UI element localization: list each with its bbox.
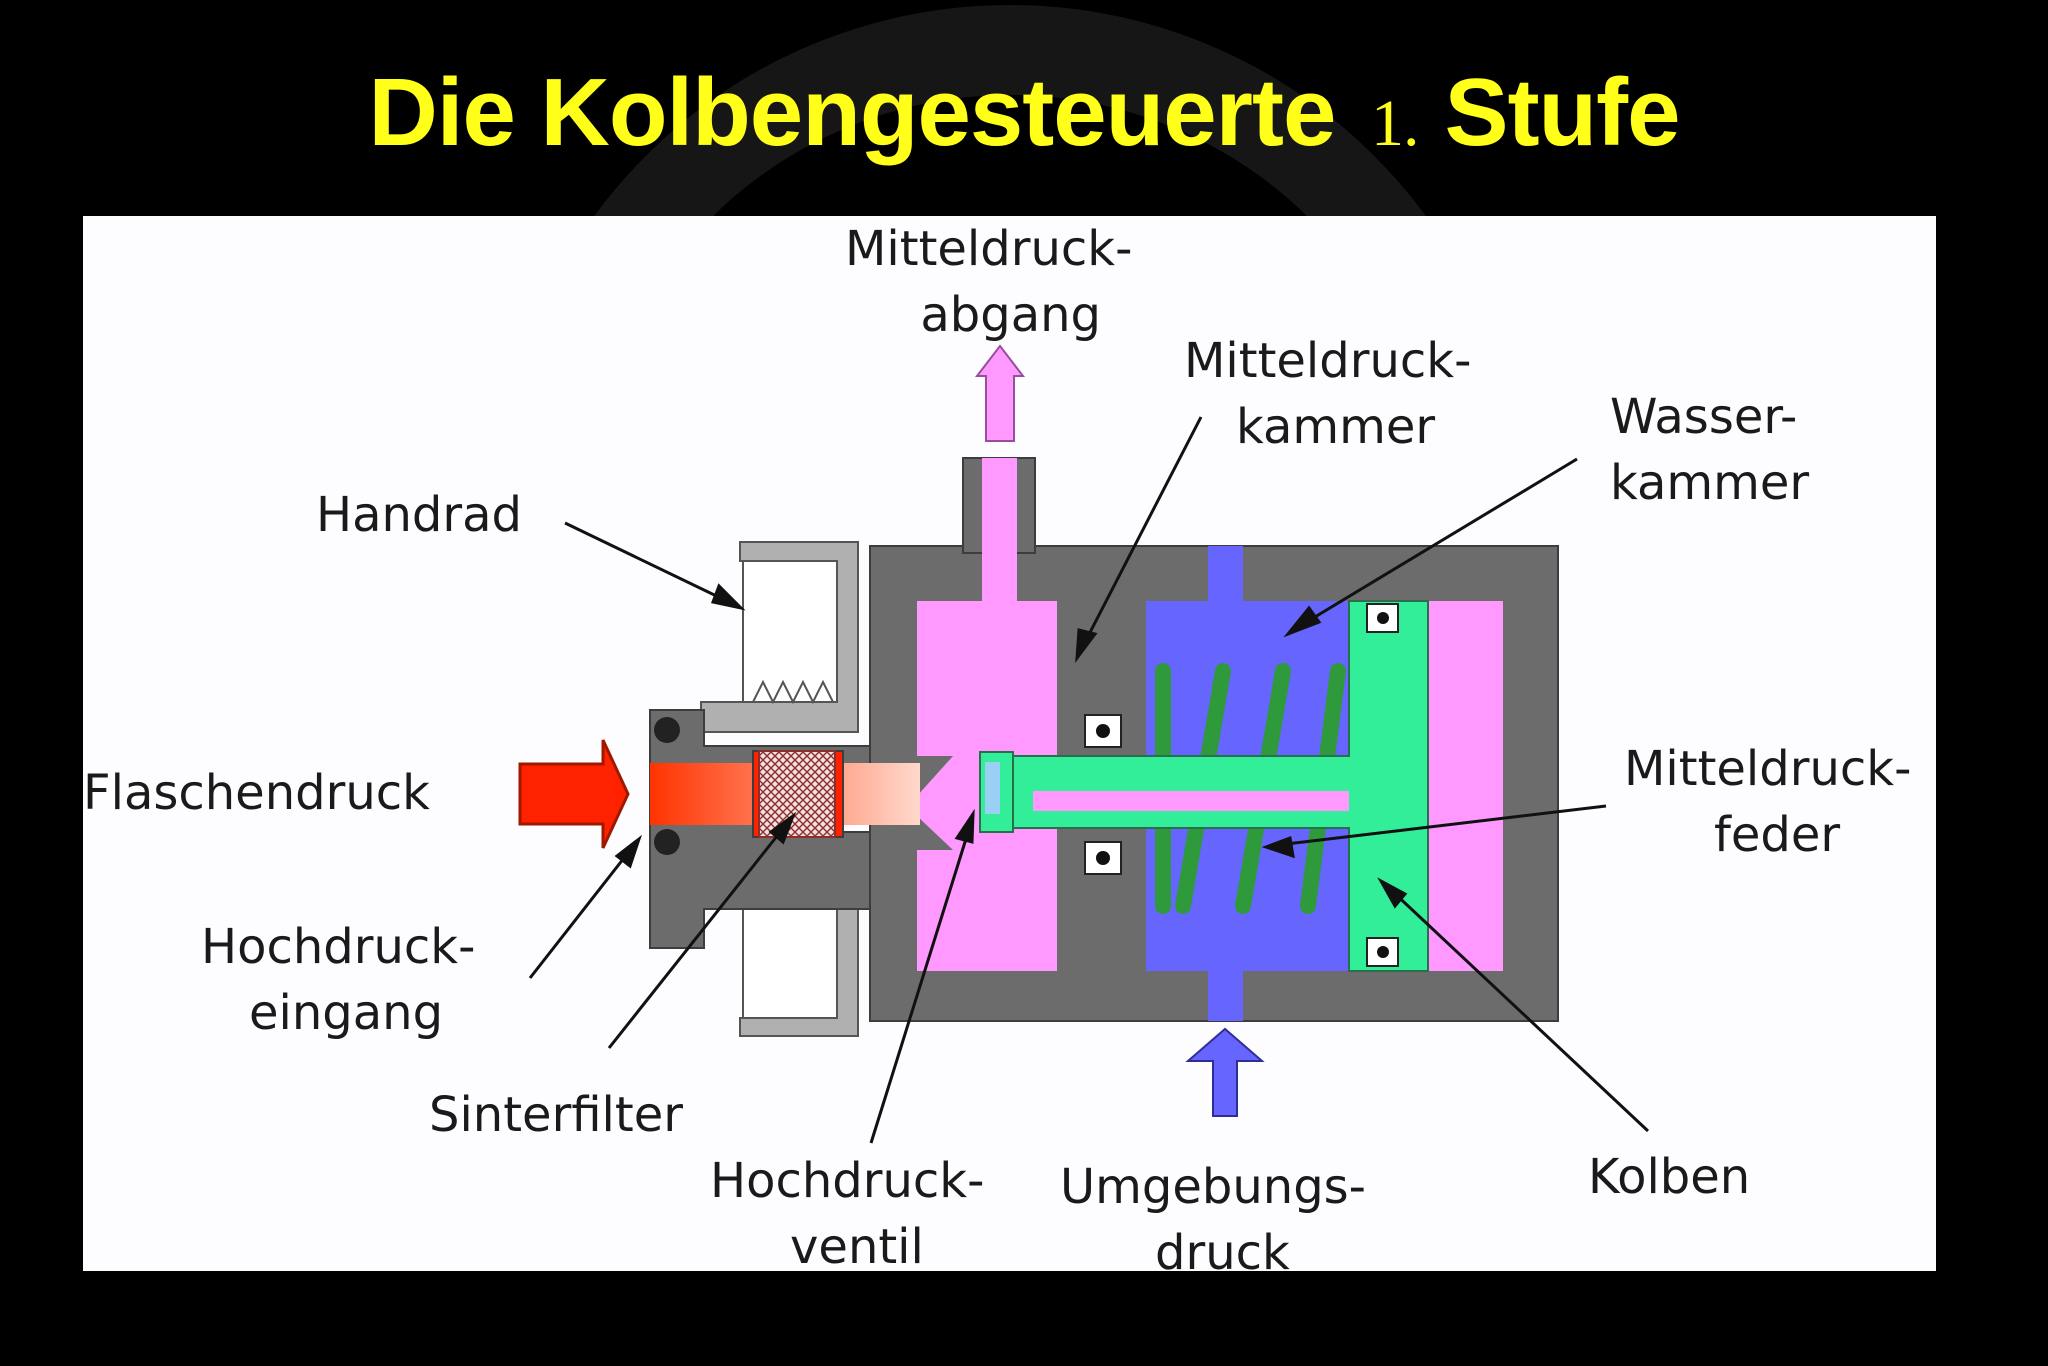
slide-title: Die Kolbengesteuerte 1. Stufe: [0, 58, 2048, 179]
label-flaschendruck: Flaschendruck: [83, 765, 430, 821]
diagram-canvas: Mitteldruck- abgang Mitteldruck- kammer …: [83, 216, 1936, 1281]
label-wasser-kammer: Wasser- kammer: [1610, 389, 1810, 511]
label-mitteldruck-abgang: Mitteldruck- abgang: [845, 221, 1133, 343]
label-mitteldruck-kammer: Mitteldruck- kammer: [1184, 333, 1472, 455]
piston-seals: [1084, 714, 1122, 875]
label-handrad: Handrad: [316, 487, 523, 543]
label-sinterfilter: Sinterfilter: [429, 1087, 683, 1143]
label-hochdruck-ventil: Hochdruck- ventil: [710, 1153, 985, 1275]
label-mitteldruck-feder: Mitteldruck- feder: [1624, 741, 1912, 863]
title-number: 1.: [1371, 87, 1419, 160]
o-ring-top: [654, 717, 680, 743]
leader-lines: [528, 416, 1650, 1144]
regulator-diagram: [518, 344, 1650, 1144]
o-ring-bottom: [654, 829, 680, 855]
arrow-right-icon: [518, 739, 630, 849]
label-hochdruck-eingang: Hochdruck- eingang: [201, 919, 476, 1041]
sinter-filter: [758, 750, 836, 838]
valve-seat-bottom: [917, 816, 953, 850]
label-kolben: Kolben: [1588, 1149, 1751, 1205]
title-main: Die Kolbengesteuerte: [368, 59, 1336, 166]
title-stage: Stufe: [1444, 59, 1681, 166]
piston: [979, 600, 1429, 972]
label-umgebungs-druck: Umgebungs- druck: [1060, 1159, 1366, 1281]
valve-seat-top: [917, 756, 953, 796]
arrow-up-icon: [974, 344, 1026, 442]
arrow-up-icon: [1185, 1027, 1265, 1117]
